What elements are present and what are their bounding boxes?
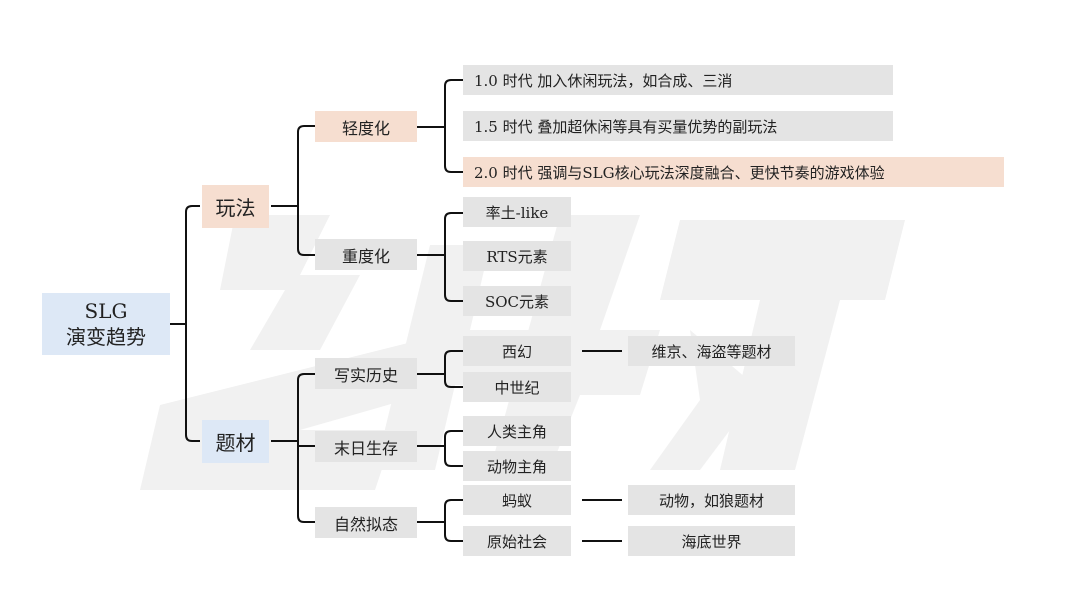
leaf-medieval: 中世纪 [463,372,571,402]
leaf-era-1-5: 1.5 时代 叠加超休闲等具有买量优势的副玩法 [463,111,893,141]
node-doomsday-survival: 末日生存 [315,431,417,462]
leaf-primitive-society: 原始社会 [463,526,571,556]
root-node: SLG 演变趋势 [42,293,170,355]
note-undersea-world: 海底世界 [628,526,795,556]
branch-theme: 题材 [202,420,269,463]
leaf-animal-protagonist: 动物主角 [463,451,571,481]
leaf-soc: SOC元素 [463,286,571,316]
leaf-western-fantasy: 西幻 [463,336,571,366]
node-lightweight: 轻度化 [315,111,417,142]
branch-gameplay: 玩法 [202,185,269,228]
note-wolf-theme: 动物，如狼题材 [628,485,795,515]
node-realistic-history: 写实历史 [315,358,417,389]
node-heavyweight: 重度化 [315,239,417,270]
leaf-era-1-0: 1.0 时代 加入休闲玩法，如合成、三消 [463,65,893,95]
node-nature-mimicry: 自然拟态 [315,507,417,538]
leaf-human-protagonist: 人类主角 [463,416,571,446]
leaf-sanguo-like: 率土-like [463,197,571,227]
leaf-rts: RTS元素 [463,241,571,271]
leaf-ant: 蚂蚁 [463,485,571,515]
root-line-2: 演变趋势 [66,325,146,349]
leaf-era-2-0: 2.0 时代 强调与SLG核心玩法深度融合、更快节奏的游戏体验 [463,157,1004,187]
note-viking-pirate: 维京、海盗等题材 [628,336,795,366]
root-line-1: SLG [84,299,128,323]
